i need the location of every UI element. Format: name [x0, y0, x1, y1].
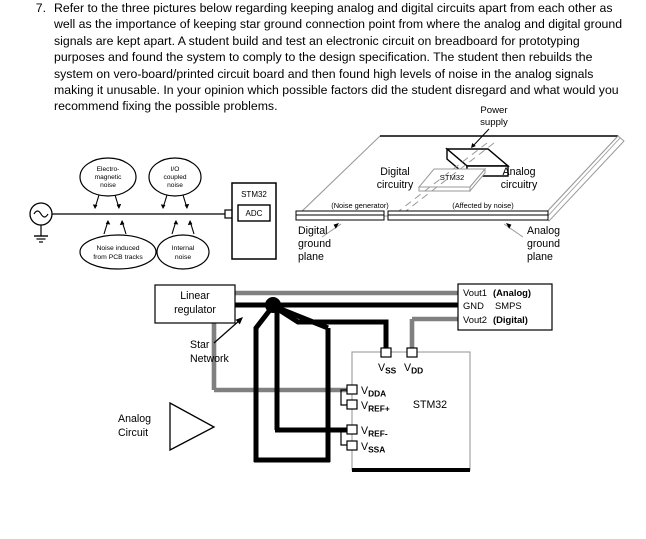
linear-regulator-line2: regulator: [174, 304, 216, 316]
pin-vrefn-label: VREF-: [361, 425, 388, 439]
plane-divider: [394, 142, 495, 215]
ac-source-symbol: [29, 202, 53, 243]
smps-box: [457, 283, 553, 331]
star-network-line2: Network: [190, 353, 230, 365]
smps-vout1-tag: (Analog): [493, 287, 531, 298]
stm32-chip-label: STM32: [413, 399, 447, 411]
bubble-io-line1: I/O: [171, 166, 180, 173]
power-supply-line1: Power: [480, 105, 508, 116]
bubble-pcb-line2: from PCB tracks: [93, 254, 143, 261]
bubble-electromagnetic-arrows: [92, 194, 122, 209]
pin-vss-label: VSS: [378, 362, 397, 376]
wire-star-branch-vss: [271, 303, 389, 352]
bubble-pcb-track-noise: Noise induced from PCB tracks: [79, 220, 157, 270]
diagrams-svg: STM32 ADC Electro- magnetic noise I/O co…: [29, 105, 625, 472]
noise-generator-label: (Noise generator): [331, 201, 389, 210]
pin-vssa-label-main: V: [361, 441, 369, 453]
affected-by-noise-label: (Affected by noise): [452, 201, 514, 210]
bubble-internal-line2: noise: [175, 254, 191, 261]
smps-vout2: Vout2: [463, 314, 487, 325]
bubble-pcb-line1: Noise induced: [96, 245, 139, 252]
star-network-line1: Star: [190, 339, 210, 351]
stm32-label: STM32: [241, 190, 267, 199]
smps-vout2-tag: (Digital): [493, 314, 528, 325]
bubble-io-line2: coupled: [163, 174, 186, 181]
pin-vdda-label-sub: DDA: [368, 389, 386, 399]
smps-name: SMPS: [495, 300, 522, 311]
pin-vrefn-label-sub: REF-: [368, 429, 388, 439]
figures-area: STM32 ADC Electro- magnetic noise I/O co…: [0, 100, 646, 539]
jumper-vrefn-vssa: [340, 429, 347, 446]
linear-regulator-line1: Linear: [180, 290, 210, 302]
jumper-vdda-vrefp: [340, 389, 347, 406]
adc-label: ADC: [246, 209, 263, 218]
pin-vssa-label-sub: SSA: [368, 445, 385, 455]
bubble-electromagnetic-line1: Electro-: [97, 166, 120, 173]
linear-regulator-box: [154, 284, 236, 324]
bubble-electromagnetic-noise: Electro- magnetic noise: [79, 157, 137, 209]
smps-gnd: GND: [463, 300, 484, 311]
bubble-io-line3: noise: [167, 182, 183, 189]
pin-vdd: [406, 347, 418, 358]
figure-ground-planes: Power supply STM32 Digital circuitry Ana…: [295, 105, 625, 263]
stm32-board-label: STM32: [440, 173, 464, 182]
digital-circuitry-line1: Digital: [380, 166, 409, 178]
question-text: Refer to the three pictures below regard…: [54, 1, 623, 114]
stm32-chip-box: [351, 351, 471, 471]
bubble-electromagnetic-line3: noise: [100, 182, 116, 189]
figure-noise-sources: STM32 ADC Electro- magnetic noise I/O co…: [29, 157, 277, 270]
analog-ground-line3: plane: [527, 251, 553, 263]
analog-circuitry-line1: Analog: [503, 166, 536, 178]
figure-star-network: Linear regulator Star Network Analog Cir…: [118, 283, 553, 472]
power-supply-line2: supply: [480, 117, 508, 128]
pin-vdd-label-main: V: [404, 362, 412, 374]
pin-vss-label-sub: SS: [385, 366, 397, 376]
digital-ground-line2: ground: [298, 238, 331, 250]
analog-circuit-line2: Circuit: [118, 427, 148, 439]
analog-ground-leader: [503, 223, 524, 238]
smps-vout1: Vout1: [463, 287, 487, 298]
bubble-internal-line1: Internal: [172, 245, 195, 252]
analog-circuit-line1: Analog: [118, 413, 151, 425]
bubble-io-arrows: [160, 194, 190, 209]
pin-vdd-label: VDD: [404, 362, 423, 376]
analog-amplifier: [169, 401, 216, 452]
wire-star-branch-analog: [253, 304, 275, 462]
pin-vrefn-label-main: V: [361, 425, 369, 437]
pin-vdda-label-main: V: [361, 385, 369, 397]
bubble-electromagnetic-line2: magnetic: [95, 174, 122, 181]
digital-circuitry-line2: circuitry: [377, 179, 414, 191]
pin-vssa-label: VSSA: [361, 441, 385, 455]
adc-box: [237, 204, 271, 222]
pin-vdda: [346, 384, 358, 395]
question-number: 7.: [35, 1, 46, 15]
pin-vrefp-label-sub: REF+: [368, 404, 390, 414]
pin-vssa: [346, 440, 358, 451]
star-node-dot: [265, 297, 281, 313]
star-network-annotation: Star Network: [190, 317, 243, 365]
analog-circuitry-line2: circuitry: [501, 179, 538, 191]
bubble-internal-noise: Internal noise: [156, 220, 210, 270]
analog-ground-line2: ground: [527, 238, 560, 250]
question-block: 7. Refer to the three pictures below reg…: [0, 0, 646, 115]
bubble-io-coupled-noise: I/O coupled noise: [148, 157, 202, 209]
digital-ground-line3: plane: [298, 251, 324, 263]
digital-ground-line1: Digital: [298, 225, 327, 237]
bubble-internal-arrows: [171, 220, 195, 235]
power-supply-leader: [472, 128, 490, 147]
pin-vrefn: [346, 424, 358, 435]
pin-vss: [380, 347, 392, 358]
pin-vdd-label-sub: DD: [411, 366, 423, 376]
pin-vdda-label: VDDA: [361, 385, 386, 399]
analog-ground-line1: Analog: [527, 225, 560, 237]
bubble-pcb-arrows: [103, 220, 127, 235]
digital-ground-leader: [321, 223, 342, 238]
pin-vrefp: [346, 399, 358, 410]
pin-vss-label-main: V: [378, 362, 386, 374]
pin-vrefp-label-main: V: [361, 400, 369, 412]
ground-plane-bar: [295, 210, 549, 221]
pin-vrefp-label: VREF+: [361, 400, 390, 414]
